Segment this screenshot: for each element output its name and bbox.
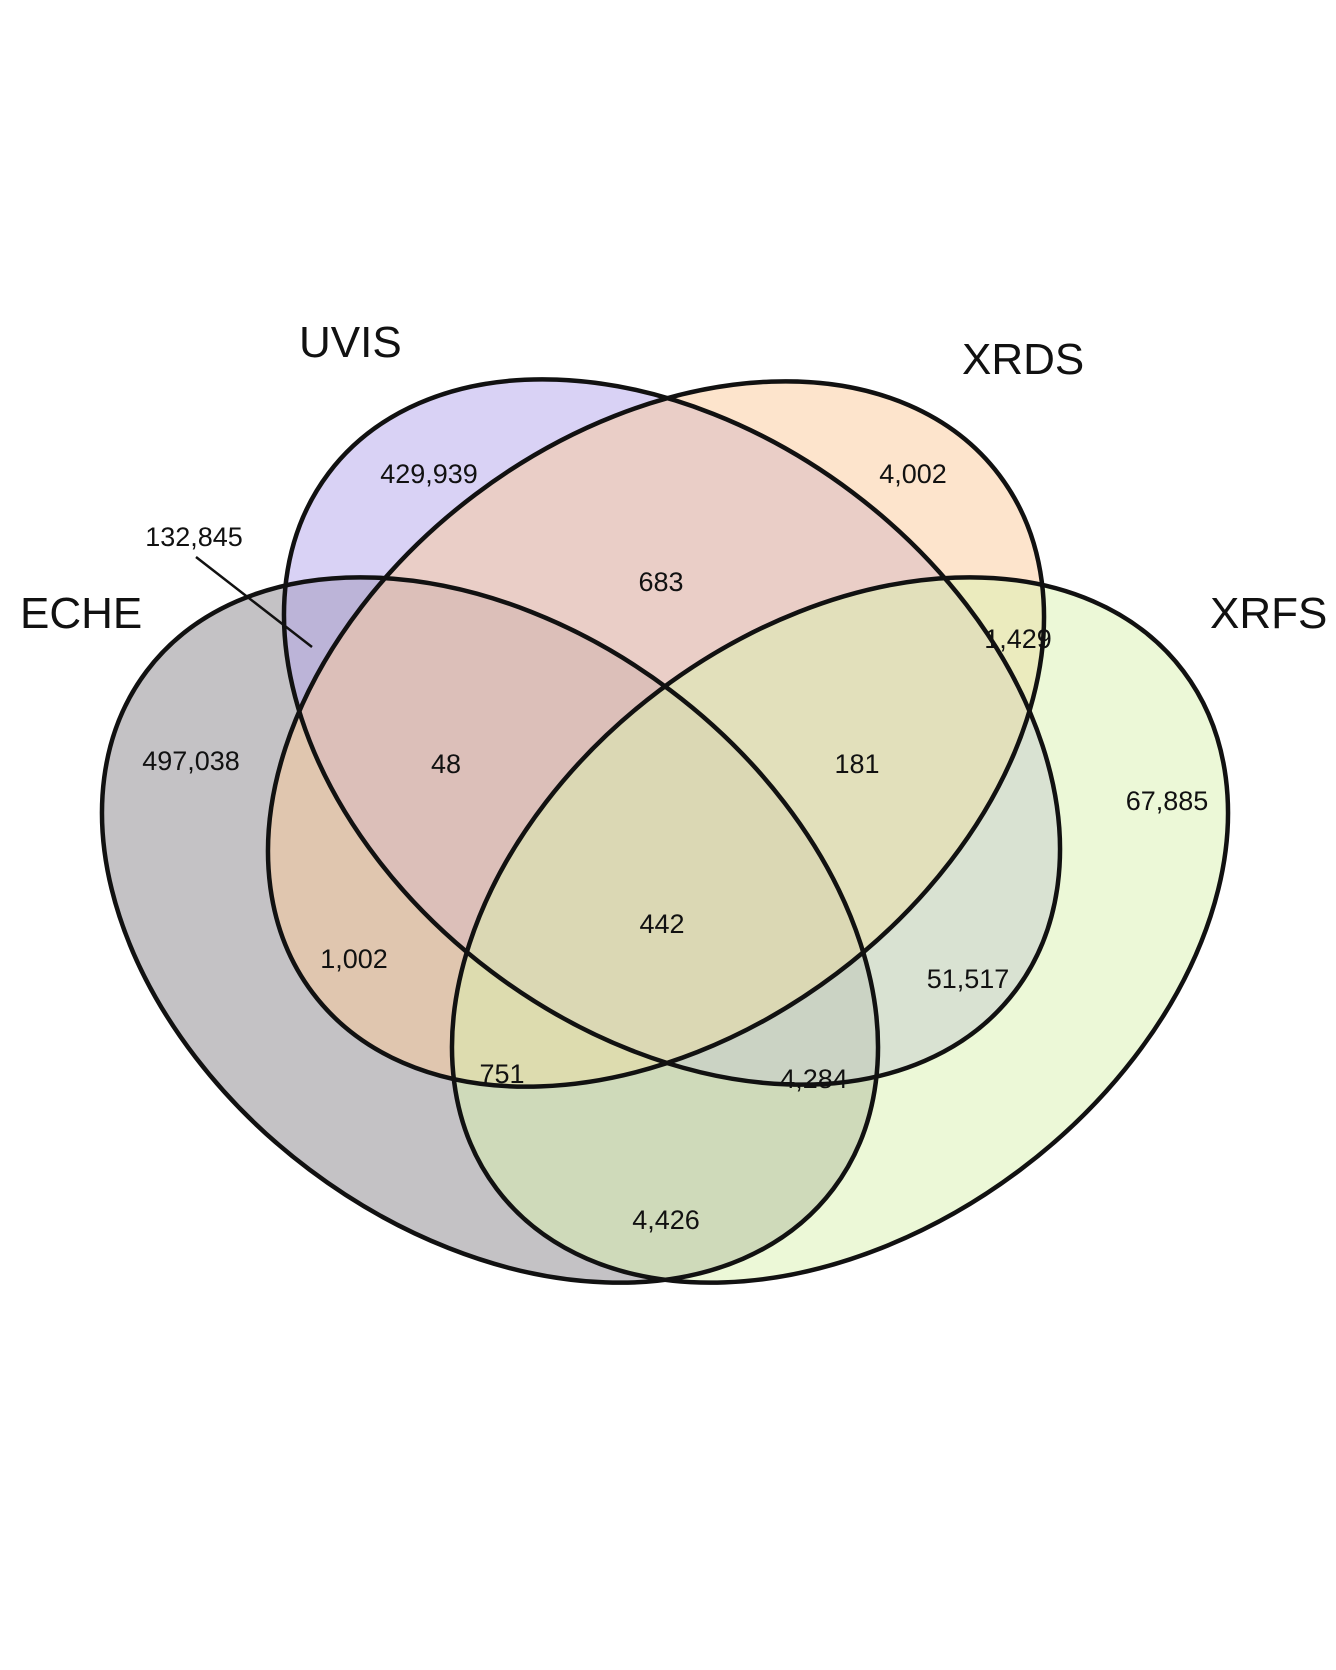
- region-uvis-xrds-xrfs: 181: [834, 749, 879, 779]
- set-label-xrds: XRDS: [962, 335, 1084, 384]
- region-eche-only: 497,038: [142, 746, 240, 776]
- region-eche-uvis-xrfs: 4,284: [780, 1064, 848, 1094]
- outline-uvis: [281, 377, 1063, 1087]
- region-uvis-xrds: 683: [638, 567, 683, 597]
- set-label-eche: ECHE: [20, 589, 142, 638]
- set-label-xrfs: XRFS: [1210, 589, 1327, 638]
- set-label-uvis: UVIS: [299, 318, 402, 367]
- region-xrfs-only: 67,885: [1126, 786, 1209, 816]
- region-uvis-xrfs: 51,517: [927, 964, 1010, 994]
- outline-eche: [99, 575, 881, 1285]
- region-eche-uvis-xrds: 48: [431, 749, 461, 779]
- callout-line-eche-uvis: [195, 556, 313, 648]
- region-xrds-xrfs: 1,429: [984, 624, 1052, 654]
- outline-xrds: [265, 379, 1047, 1089]
- ellipse-xrfs: [452, 577, 1228, 1283]
- region-uvis-only: 429,939: [380, 459, 478, 489]
- region-eche-xrds: 1,002: [320, 944, 388, 974]
- set-labels: UVIS XRDS ECHE XRFS: [20, 318, 1327, 638]
- region-eche-uvis: 132,845: [145, 522, 243, 552]
- region-xrds-only: 4,002: [879, 459, 947, 489]
- set-outlines: [99, 377, 1231, 1285]
- region-labels: 429,939 4,002 497,038 67,885 132,845 683…: [142, 459, 1208, 1235]
- region-eche-xrds-xrfs: 751: [479, 1059, 524, 1089]
- region-eche-xrfs: 4,426: [632, 1205, 700, 1235]
- set-fills: [102, 379, 1228, 1283]
- outline-xrfs: [449, 575, 1231, 1285]
- region-all-four: 442: [639, 909, 684, 939]
